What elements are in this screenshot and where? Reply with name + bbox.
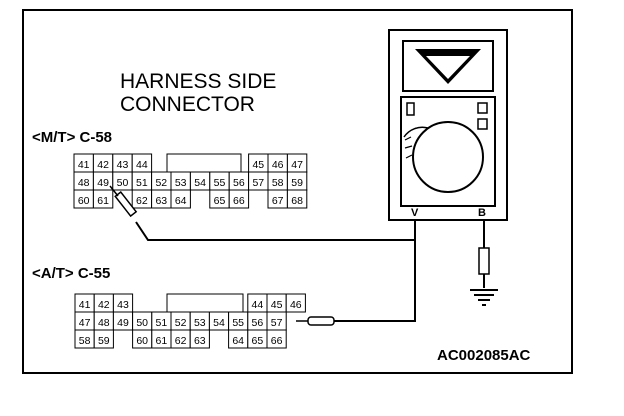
pin-number: 50 bbox=[117, 177, 129, 189]
pin-number: 49 bbox=[97, 177, 109, 189]
pin-number: 61 bbox=[156, 335, 168, 347]
pin-number: 60 bbox=[78, 195, 90, 207]
ground-icon bbox=[470, 289, 498, 306]
pin-number: 46 bbox=[272, 159, 284, 171]
connector-housing bbox=[166, 293, 244, 314]
pin-number: 59 bbox=[98, 335, 110, 347]
ground-probe bbox=[478, 247, 490, 275]
meter-dial bbox=[412, 121, 484, 193]
pin-number: 55 bbox=[232, 317, 244, 329]
pin-number: 46 bbox=[290, 299, 302, 311]
connector-c55: 41 42 43 44 45 46 47 48 49 50 51 52 53 54 55 56 57 58 59 60… bbox=[74, 293, 306, 349]
multimeter-icon: V B bbox=[388, 29, 508, 221]
pin-number: 44 bbox=[136, 159, 148, 171]
pin-number: 64 bbox=[232, 335, 244, 347]
meter-terminal-v: V bbox=[411, 207, 419, 219]
pin-number: 62 bbox=[175, 335, 187, 347]
pin-number: 45 bbox=[271, 299, 283, 311]
pin-number: 49 bbox=[117, 317, 129, 329]
connector-c58: 41 42 43 44 45 46 47 48 49 50 51 52 53 54 55 56 57 58 59 60… bbox=[73, 153, 308, 209]
pin-number: 53 bbox=[194, 317, 206, 329]
probe-c55 bbox=[296, 316, 335, 326]
pin-number: 57 bbox=[252, 177, 264, 189]
pin-cell bbox=[266, 329, 287, 349]
pin-number: 68 bbox=[291, 195, 303, 207]
pin-number: 61 bbox=[97, 195, 109, 207]
pin-number: 65 bbox=[252, 335, 264, 347]
mt-connector-label: <M/T> C-58 bbox=[32, 129, 112, 146]
pin-number: 63 bbox=[194, 335, 206, 347]
pin-number: 41 bbox=[79, 299, 91, 311]
pin-number: 53 bbox=[175, 177, 187, 189]
pin-number: 43 bbox=[117, 159, 129, 171]
pin-number: 56 bbox=[252, 317, 264, 329]
pin-number: 63 bbox=[155, 195, 167, 207]
pin-number: 48 bbox=[98, 317, 110, 329]
at-connector-label: <A/T> C-55 bbox=[32, 265, 110, 282]
wire-c58-to-meter bbox=[135, 212, 416, 241]
pin-cell bbox=[93, 329, 114, 349]
pin-number: 52 bbox=[175, 317, 187, 329]
title-line-2: CONNECTOR bbox=[120, 93, 255, 116]
pin-cell bbox=[285, 293, 306, 313]
pin-number: 55 bbox=[214, 177, 226, 189]
pin-number: 50 bbox=[136, 317, 148, 329]
pin-cell bbox=[92, 189, 114, 209]
probe-c58 bbox=[109, 185, 138, 218]
pin-cell bbox=[189, 329, 210, 349]
wire-c55-to-meter bbox=[334, 240, 416, 322]
test-wiring bbox=[135, 212, 485, 322]
pin-number: 51 bbox=[136, 177, 148, 189]
pin-number: 54 bbox=[194, 177, 206, 189]
pin-number: 42 bbox=[97, 159, 109, 171]
figure-code: AC002085AC bbox=[437, 347, 531, 364]
pin-number: 51 bbox=[156, 317, 168, 329]
pin-number: 52 bbox=[155, 177, 167, 189]
pin-number: 42 bbox=[98, 299, 110, 311]
pin-number: 41 bbox=[78, 159, 90, 171]
pin-number: 48 bbox=[78, 177, 90, 189]
pin-cell bbox=[286, 189, 308, 209]
pin-number: 47 bbox=[291, 159, 303, 171]
pin-number: 45 bbox=[252, 159, 264, 171]
pin-number: 67 bbox=[272, 195, 284, 207]
connector-housing bbox=[166, 153, 242, 173]
diagram-frame bbox=[22, 9, 573, 374]
pin-number: 66 bbox=[271, 335, 283, 347]
pin-number: 44 bbox=[252, 299, 264, 311]
pin-number: 58 bbox=[79, 335, 91, 347]
pin-number: 66 bbox=[233, 195, 245, 207]
meter-terminal-com: B bbox=[478, 207, 486, 219]
pin-number: 47 bbox=[79, 317, 91, 329]
pin-cell bbox=[170, 189, 191, 209]
pin-number: 65 bbox=[214, 195, 226, 207]
pin-number: 58 bbox=[272, 177, 284, 189]
pin-number: 60 bbox=[136, 335, 148, 347]
pin-number: 59 bbox=[291, 177, 303, 189]
pin-number: 64 bbox=[175, 195, 187, 207]
pin-number: 54 bbox=[213, 317, 225, 329]
pin-cell bbox=[228, 189, 250, 209]
pin-number: 57 bbox=[271, 317, 283, 329]
pin-number: 62 bbox=[136, 195, 148, 207]
pin-number: 43 bbox=[117, 299, 129, 311]
pin-number: 56 bbox=[233, 177, 245, 189]
title-line-1: HARNESS SIDE bbox=[120, 70, 276, 93]
